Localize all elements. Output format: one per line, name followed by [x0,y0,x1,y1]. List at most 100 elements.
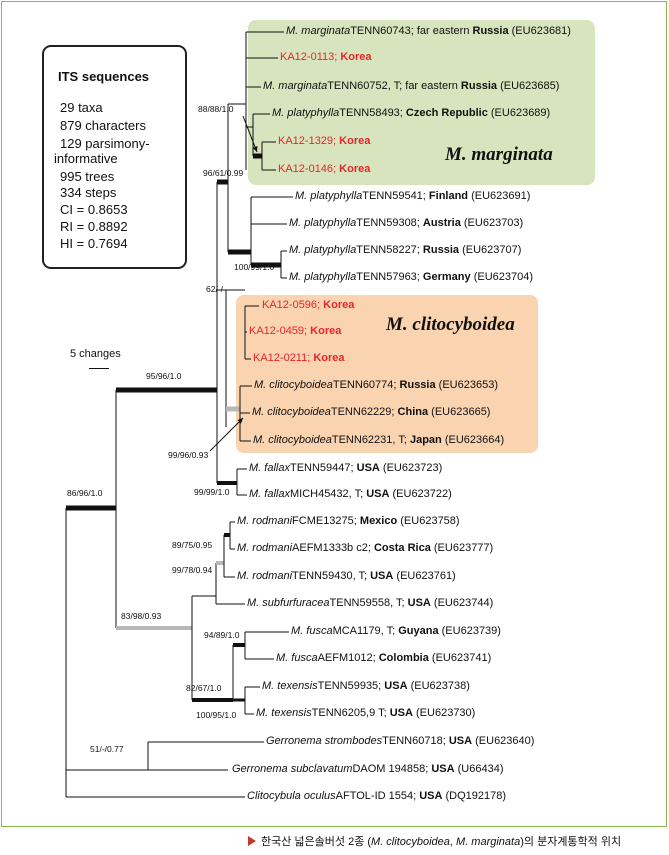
taxon-species: M. platyphylla [289,217,357,229]
taxon-species: M. clitocyboidea [253,434,332,446]
taxon-species: M. fallax [249,488,290,500]
taxon-species: Clitocybula oculus [247,790,336,802]
taxon-label: KA12-1329; Korea [278,135,370,148]
taxon-label: KA12-0146; Korea [278,163,370,176]
taxon-species: M. clitocyboidea [254,379,333,391]
taxon-label: M. texensisTENN6205,9 T; USA (EU623730) [256,707,475,720]
taxon-country: Russia [422,244,459,256]
taxon-accession: (EU623703) [463,217,524,229]
taxon-label: M. marginataTENN60752, T; far eastern Ru… [263,80,559,93]
support-arrow [242,115,258,153]
taxon-voucher: TENN62229; [330,406,395,418]
taxon-voucher: DAOM 194858; [352,763,429,775]
taxon-species: Gerronema strombodes [266,735,383,747]
taxon-voucher: TENN59447; [289,462,354,474]
taxon-species: M. marginata [263,80,328,92]
taxon-accession: (EU623664) [444,434,505,446]
marginata-clade-title: M. marginata [445,144,553,165]
taxon-label: M. fallaxMICH45432, T; USA (EU623722) [249,488,452,501]
support-arrow-head [252,146,258,152]
taxon-accession: (EU623707) [462,244,522,256]
support-value: 99/78/0.94 [172,565,213,575]
taxon-voucher: TENN59308; [356,217,420,229]
taxon-species: M. clitocyboidea [252,406,331,418]
taxon-accession: (EU623665) [431,406,491,418]
taxon-voucher: AFTOL-ID 1554; [335,790,417,802]
taxon-accession: (EU623761) [396,570,456,582]
taxon-voucher: TENN60774; [332,379,397,391]
taxon-voucher: KA12-0146; [278,163,337,175]
taxon-voucher: TENN57963; [356,271,420,283]
taxon-country: USA [448,735,473,747]
taxon-label: KA12-0211; Korea [253,352,345,365]
taxon-country: Japan [409,434,442,446]
taxon-voucher: KA12-0211; [253,352,311,364]
taxon-voucher: TENN60743; far eastern [350,25,470,37]
taxon-label: KA12-0596; Korea [262,299,354,312]
caption-species-1: M. clitocyboidea [371,836,450,848]
taxon-country: Finland [428,190,469,202]
stat-taxa: 29 taxa [60,100,103,115]
taxon-voucher: TENN58493; [339,107,403,119]
scale-bar-label: 5 changes [70,348,121,360]
taxon-country: USA [407,597,431,609]
taxon-accession: (EU623777) [433,542,494,554]
taxon-species: M. platyphylla [289,244,357,256]
taxon-country: USA [419,790,443,802]
taxon-voucher: TENN59558, T; [329,597,405,609]
support-value: 86/96/1.0 [67,488,103,498]
taxon-accession: (EU623744) [433,597,494,609]
taxon-country: Guyana [398,625,439,637]
taxon-voucher: AEFM1333b c2; [292,542,371,554]
taxon-voucher: TENN6205,9 T; [311,707,387,719]
support-arrow [209,417,244,452]
support-value: 95/96/1.0 [146,371,182,381]
support-value: 88/88/1.0 [198,104,234,114]
support-value: 100/99/1.0 [234,262,275,272]
phylogenetic-tree [65,31,293,798]
support-value: 62/-/- [206,284,226,294]
support-value: 82/67/1.0 [186,683,222,693]
support-value: 100/95/1.0 [196,710,237,720]
taxon-label: M. rodmaniFCME13275; Mexico (EU623758) [237,515,460,528]
taxon-country: Germany [422,271,471,283]
taxon-label: M. clitocyboideaTENN60774; Russia (EU623… [254,379,498,392]
taxon-voucher: AEFM1012; [317,652,376,664]
stat-ci: CI = 0.8653 [60,202,128,217]
caption-arrow-icon [248,836,256,846]
clitocyboidea-clade-title: M. clitocyboidea [386,314,515,335]
taxon-species: Gerronema subclavatum [232,763,353,775]
taxon-accession: (EU623689) [490,107,551,119]
taxon-accession: (EU623653) [438,379,498,391]
taxon-label: M. texensisTENN59935; USA (EU623738) [262,680,470,693]
taxon-country: USA [356,462,380,474]
taxon-label: M. fallaxTENN59447; USA (EU623723) [249,462,442,475]
taxon-label: M. fuscaMCA1179, T; Guyana (EU623739) [291,625,501,638]
stat-ri: RI = 0.8892 [60,219,128,234]
support-value: 96/61/0.99 [203,168,244,178]
taxon-label: Gerronema subclavatumDAOM 194858; USA (U… [232,763,504,776]
taxon-label: M. platyphyllaTENN59541; Finland (EU6236… [295,190,530,203]
support-value: 83/98/0.93 [121,611,162,621]
taxon-country: Korea [323,299,355,311]
taxon-voucher: TENN62231, T; [331,434,407,446]
taxon-label: M. clitocyboideaTENN62231, T; Japan (EU6… [253,434,504,447]
taxon-voucher: KA12-0459; [249,325,308,337]
stat-trees: 995 trees [60,169,115,184]
taxon-label: M. platyphyllaTENN59308; Austria (EU6237… [289,217,523,230]
taxon-species: M. rodmani [237,542,293,554]
taxon-species: M. platyphylla [289,271,357,283]
taxon-voucher: TENN59430, T; [292,570,368,582]
taxon-accession: (EU623730) [416,707,476,719]
taxon-accession: (EU623723) [382,462,443,474]
taxon-accession: (EU623691) [471,190,531,202]
taxon-voucher: TENN59541; [362,190,426,202]
taxon-accession: (U66434) [457,763,504,775]
clitocyboidea-clade-box [236,295,538,453]
stat-informative: informative [54,151,118,166]
figure-caption: 한국산 넓은솔버섯 2종 (M. clitocyboidea, M. margi… [248,833,621,849]
taxon-label: M. clitocyboideaTENN62229; China (EU6236… [252,406,490,419]
taxon-country: China [397,406,429,418]
stat-hi: HI = 0.7694 [60,236,128,251]
stat-steps: 334 steps [60,185,117,200]
